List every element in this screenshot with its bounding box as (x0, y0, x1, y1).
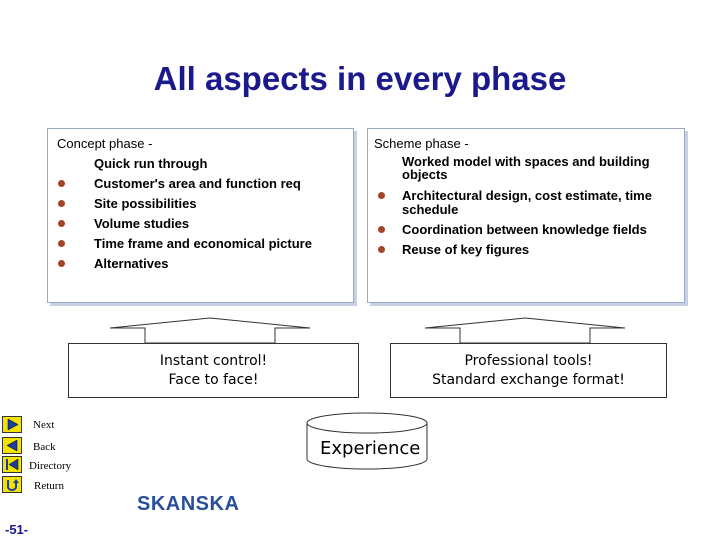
experience-label: Experience (320, 438, 421, 459)
concept-phase-panel (47, 128, 354, 303)
scheme-bullet-item: Coordination between knowledge fields (402, 222, 647, 237)
scheme-bullet-item-cont: schedule (402, 202, 459, 217)
play-right-icon (7, 418, 19, 431)
bullet-dot (58, 180, 65, 187)
bullet-dot (58, 200, 65, 207)
back-button[interactable] (2, 437, 22, 454)
concept-phase-intro: Quick run through (94, 156, 208, 171)
skip-back-icon (6, 458, 19, 471)
concept-bullet-item: Volume studies (94, 216, 190, 231)
bullet-dot (58, 240, 65, 247)
slide-title: All aspects in every phase (153, 60, 567, 97)
back-label[interactable]: Back (33, 441, 56, 453)
scheme-phase-panel (367, 128, 685, 303)
left-callout-line1: Instant control! (159, 353, 268, 369)
return-label[interactable]: Return (34, 480, 64, 492)
bullet-dot (378, 226, 385, 233)
right-callout-line1: Professional tools! (464, 353, 593, 369)
page-number: -51- (5, 522, 29, 537)
concept-bullet-item: Site possibilities (94, 196, 197, 211)
bullet-dot (58, 260, 65, 267)
next-button[interactable] (2, 416, 22, 433)
directory-label[interactable]: Directory (29, 460, 72, 472)
concept-bullet-item: Time frame and economical picture (94, 236, 312, 251)
scheme-phase-intro-cont: objects (402, 167, 448, 182)
scheme-phase-heading: Scheme phase - (374, 136, 469, 151)
return-arrow-icon (7, 479, 19, 491)
play-left-icon (6, 439, 18, 452)
right-up-arrow (424, 317, 626, 344)
scheme-bullet-item: Architectural design, cost estimate, tim… (402, 188, 652, 203)
left-up-arrow (109, 317, 311, 344)
concept-bullet-item: Customer's area and function req (94, 176, 301, 191)
skanska-logo: SKANSKA (137, 493, 240, 515)
concept-bullet-item: Alternatives (94, 256, 169, 271)
directory-button[interactable] (2, 456, 22, 473)
bullet-dot (378, 246, 385, 253)
left-callout: Instant control! Face to face! (68, 343, 359, 398)
left-callout-line2: Face to face! (168, 372, 259, 388)
bullet-dot (58, 220, 65, 227)
concept-phase-heading: Concept phase - (57, 136, 153, 151)
right-callout-line2: Standard exchange format! (432, 372, 625, 388)
right-callout: Professional tools! Standard exchange fo… (390, 343, 667, 398)
scheme-phase-intro: Worked model with spaces and building (402, 154, 650, 169)
scheme-bullet-item: Reuse of key figures (402, 242, 530, 257)
next-label[interactable]: Next (33, 419, 55, 431)
bullet-dot (378, 192, 385, 199)
return-button[interactable] (2, 476, 22, 493)
